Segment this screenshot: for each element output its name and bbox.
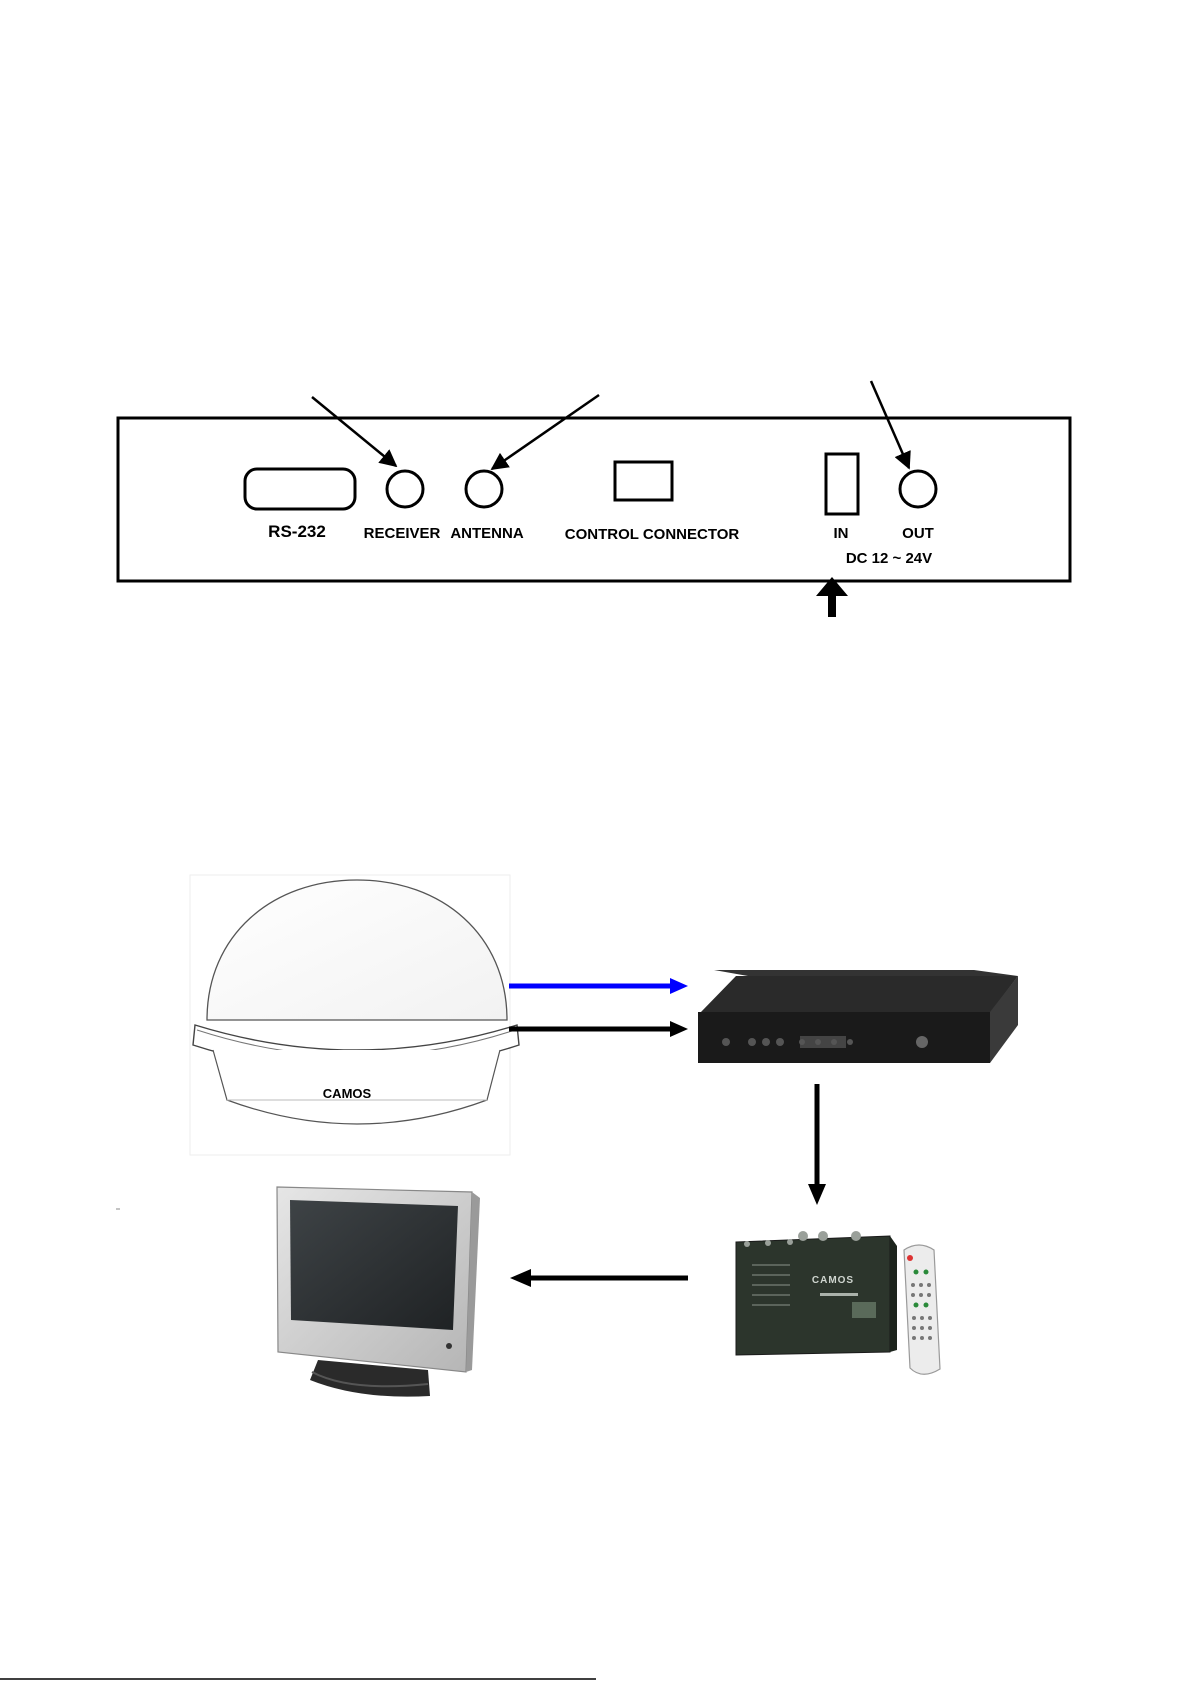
receiver-port bbox=[387, 471, 423, 507]
receiver-brand-label: CAMOS bbox=[812, 1275, 854, 1286]
rear-panel: RS-232 RECEIVER ANTENNA CONTROL CONNECTO… bbox=[118, 381, 1070, 617]
rs232-port bbox=[245, 469, 355, 509]
receiver-label: RECEIVER bbox=[364, 525, 441, 542]
dome-brand-label: CAMOS bbox=[323, 1086, 372, 1101]
rs232-label: RS-232 bbox=[268, 522, 326, 541]
receiver-pointer-arrow bbox=[312, 397, 396, 466]
power-input-arrow bbox=[816, 577, 848, 617]
dc-voltage-label: DC 12 ~ 24V bbox=[846, 550, 932, 567]
control-box bbox=[698, 970, 1018, 1063]
lcd-monitor bbox=[277, 1187, 480, 1397]
out-label: OUT bbox=[902, 525, 934, 542]
in-label: IN bbox=[834, 525, 849, 542]
satellite-receiver: CAMOS bbox=[736, 1231, 897, 1355]
control-connector-label: CONTROL CONNECTOR bbox=[565, 526, 740, 543]
antenna-pointer-arrow bbox=[492, 395, 599, 469]
antenna-label: ANTENNA bbox=[450, 525, 523, 542]
control-connector-port bbox=[615, 462, 672, 500]
power-out-port bbox=[900, 471, 936, 507]
system-diagram: CAMOS bbox=[116, 875, 1018, 1397]
remote-control bbox=[904, 1245, 940, 1374]
power-in-port bbox=[826, 454, 858, 514]
antenna-dome: CAMOS bbox=[190, 875, 519, 1155]
antenna-port bbox=[466, 471, 502, 507]
out-pointer-arrow bbox=[871, 381, 909, 468]
